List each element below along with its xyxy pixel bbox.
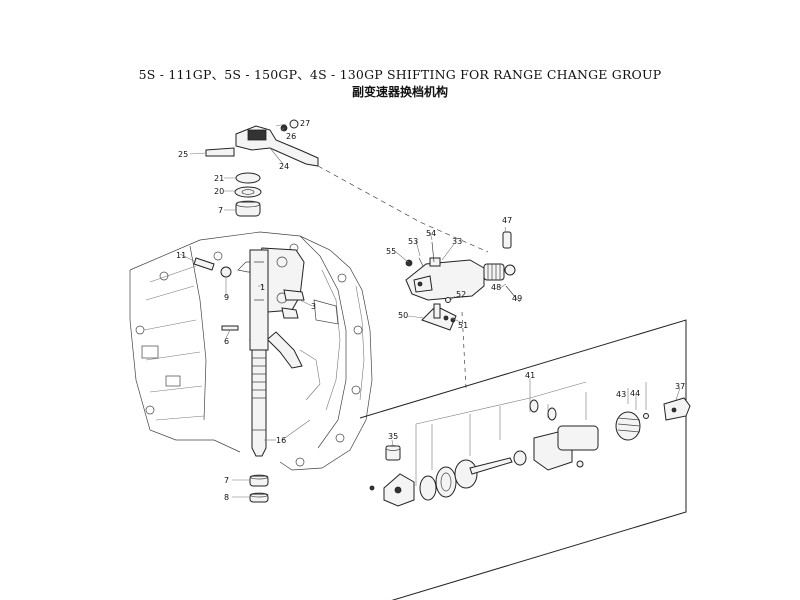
callout-49: 49 bbox=[512, 294, 522, 303]
bushing-stack bbox=[234, 172, 262, 217]
shift-lever bbox=[205, 119, 319, 167]
callout-25: 25 bbox=[178, 150, 188, 159]
callout-16: 16 bbox=[276, 436, 286, 445]
dashed-connection-line bbox=[317, 165, 489, 253]
callout-35: 35 bbox=[388, 432, 398, 441]
callout-37: 37 bbox=[675, 382, 685, 391]
diagram-title-chinese: 副变速器换档机构 bbox=[351, 85, 448, 99]
lower-bushings bbox=[249, 474, 269, 503]
shift-rail bbox=[249, 249, 269, 457]
callout-44: 44 bbox=[630, 389, 640, 398]
callout-33: 33 bbox=[452, 237, 462, 246]
callout-3: 3 bbox=[311, 302, 316, 311]
callout-24: 24 bbox=[279, 162, 289, 171]
callout-6: 6 bbox=[224, 337, 229, 346]
callout-27: 27 bbox=[300, 119, 310, 128]
callout-7-lower: 7 bbox=[224, 476, 229, 485]
callout-47: 47 bbox=[502, 216, 512, 225]
callout-8: 8 bbox=[224, 493, 229, 502]
callout-53: 53 bbox=[408, 237, 418, 246]
panel-parts bbox=[369, 397, 691, 507]
callout-11: 11 bbox=[176, 251, 186, 260]
callout-1: 1 bbox=[260, 283, 265, 292]
callout-43: 43 bbox=[616, 390, 626, 399]
shift-fork bbox=[237, 247, 305, 369]
diagram-title-english: 5S - 111GP、5S - 150GP、4S - 130GP SHIFTIN… bbox=[138, 67, 662, 82]
callout-20: 20 bbox=[214, 187, 224, 196]
callout-9: 9 bbox=[224, 293, 229, 302]
callout-21: 21 bbox=[214, 174, 224, 183]
cylinder-hardware bbox=[405, 231, 517, 331]
callout-48: 48 bbox=[491, 283, 501, 292]
fork-small-parts bbox=[193, 257, 305, 331]
leader-lines bbox=[179, 123, 681, 498]
callout-54: 54 bbox=[426, 229, 436, 238]
shift-cylinder bbox=[405, 257, 516, 301]
callout-41: 41 bbox=[525, 371, 535, 380]
callout-52: 52 bbox=[456, 290, 466, 299]
callout-51: 51 bbox=[458, 321, 468, 330]
callout-50: 50 bbox=[398, 311, 408, 320]
callout-55: 55 bbox=[386, 247, 396, 256]
transmission-housing bbox=[129, 231, 373, 471]
callout-7-upper: 7 bbox=[218, 206, 223, 215]
callout-26: 26 bbox=[286, 132, 296, 141]
